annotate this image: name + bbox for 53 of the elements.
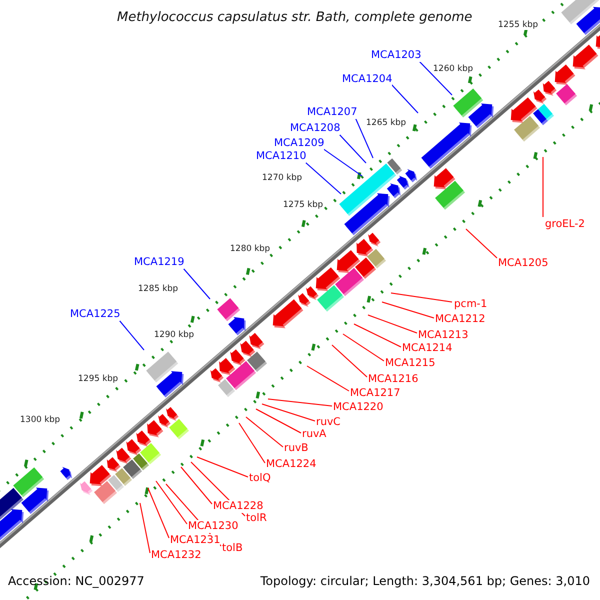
leader-line (180, 466, 212, 504)
leader-line (542, 156, 544, 218)
tick-label: 1270 kbp (262, 173, 302, 183)
leader-line (246, 416, 284, 448)
gene-label: MCA1219 (134, 256, 184, 269)
leader-line (156, 480, 188, 524)
footer-text: Topology: circular; Length: 3,304,561 bp; Genes: 3,010 (260, 575, 590, 588)
gene-label: tolQ (249, 472, 271, 485)
leader-line (196, 456, 248, 478)
gene-label: groEL-2 (545, 218, 585, 231)
gene-label: MCA1209 (274, 137, 324, 150)
leader-line (354, 116, 374, 158)
leader-line (118, 320, 144, 350)
tick-label: 1295 kbp (78, 374, 118, 384)
tick-label: 1255 kbp (498, 20, 538, 30)
tick-label: 1280 kbp (230, 244, 270, 254)
leader-line (262, 404, 316, 422)
footer-text: Accession: NC_002977 (8, 575, 144, 588)
gene-label: MCA1204 (342, 73, 392, 86)
leader-line (390, 84, 418, 114)
title: Methylococcus capsulatus str. Bath, complete genome (117, 11, 472, 24)
leader-line (332, 344, 368, 378)
leader-line (466, 228, 498, 258)
tick-label: 1275 kbp (283, 200, 324, 210)
leader-line (390, 292, 452, 302)
gene-label: MCA1208 (290, 122, 340, 135)
leader-line (182, 268, 210, 300)
leader-line (354, 324, 402, 348)
leader-line (268, 398, 332, 406)
gene-label: MCA1230 (188, 520, 238, 533)
gene-label: pcm-1 (454, 298, 488, 311)
gene-label: MCA1225 (70, 308, 120, 321)
tick-label: 1290 kbp (154, 330, 194, 340)
leader-line (382, 302, 434, 318)
leader-line (342, 334, 384, 362)
leader-line (140, 502, 150, 554)
leader-line (368, 314, 418, 334)
leader-line (148, 488, 170, 538)
leader-line (256, 408, 302, 434)
tick-label: 1265 kbp (366, 118, 406, 128)
tick-label: 1300 kbp (20, 415, 60, 425)
leader-line (322, 148, 362, 176)
leader-line (338, 132, 366, 164)
tick-label: 1260 kbp (433, 64, 474, 74)
gene-label: MCA1231 (170, 534, 220, 547)
gene-label: MCA1203 (371, 49, 422, 62)
leader-line (306, 366, 350, 392)
gene-label: MCA1210 (256, 150, 306, 163)
tick-label: 1285 kbp (138, 284, 178, 294)
gene-label: MCA1207 (307, 106, 358, 119)
leader-line (238, 422, 266, 464)
leader-line (304, 162, 342, 194)
gene-label: MCA1228 (213, 500, 264, 513)
